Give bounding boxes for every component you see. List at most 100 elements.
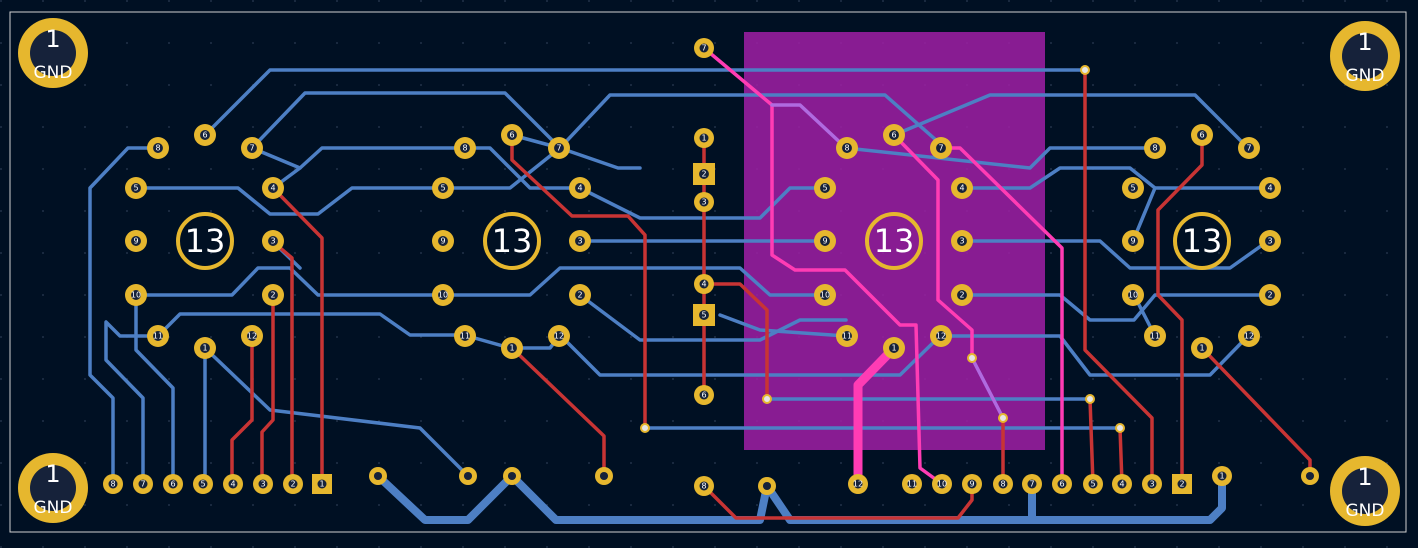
header-pin[interactable]: 10 [932, 474, 952, 494]
display-pin[interactable]: 5 [432, 177, 454, 199]
back-copper-traces [88, 68, 1270, 486]
test-pad[interactable] [459, 467, 477, 485]
display-pin[interactable]: 5 [1122, 177, 1144, 199]
header-pin[interactable]: 9 [962, 474, 982, 494]
header-pin[interactable]: 2 [1172, 474, 1192, 494]
header-pin[interactable]: 6 [1052, 474, 1072, 494]
display-pin[interactable]: 2 [569, 284, 591, 306]
header-pin[interactable]: 2 [283, 474, 303, 494]
ic-pin[interactable]: 8 [694, 476, 714, 496]
test-pad[interactable] [503, 467, 521, 485]
display-pin[interactable]: 12 [548, 325, 570, 347]
display-pin[interactable]: 3 [569, 230, 591, 252]
display-pin[interactable]: 4 [1259, 177, 1281, 199]
display-pin[interactable]: 10 [432, 284, 454, 306]
display-pin[interactable]: 11 [1144, 325, 1166, 347]
display-pin[interactable]: 3 [1259, 230, 1281, 252]
ic-pin[interactable]: 3 [694, 192, 714, 212]
display-pin[interactable]: 12 [1238, 325, 1260, 347]
header-pin[interactable]: 1 [312, 474, 332, 494]
header-pin[interactable]: 11 [902, 474, 922, 494]
display-pin[interactable]: 2 [1259, 284, 1281, 306]
test-pad[interactable] [1301, 467, 1319, 485]
header-pin[interactable]: 5 [1083, 474, 1103, 494]
display-pin[interactable]: 2 [951, 284, 973, 306]
display-pin[interactable]: 4 [569, 177, 591, 199]
display-pin[interactable]: 1 [1191, 337, 1213, 359]
display-pin[interactable]: 8 [454, 137, 476, 159]
header-pin[interactable]: 5 [193, 474, 213, 494]
header-pin[interactable]: 4 [223, 474, 243, 494]
display-pin[interactable]: 7 [241, 137, 263, 159]
display-pin[interactable]: 9 [125, 230, 147, 252]
display-pin[interactable]: 9 [1122, 230, 1144, 252]
display-pin[interactable]: 8 [147, 137, 169, 159]
ic-pin[interactable]: 2 [693, 163, 715, 185]
display-pin[interactable]: 10 [1122, 284, 1144, 306]
display-pin[interactable]: 8 [836, 137, 858, 159]
display-pin[interactable]: 6 [883, 124, 905, 146]
header-pin[interactable]: 3 [253, 474, 273, 494]
display-pin[interactable]: 10 [814, 284, 836, 306]
display-pin[interactable]: 8 [1144, 137, 1166, 159]
header-pin[interactable]: 12 [848, 474, 868, 494]
display-pin[interactable]: 7 [548, 137, 570, 159]
test-pads[interactable] [369, 467, 1319, 495]
display-pin[interactable]: 3 [951, 230, 973, 252]
pad-number: 7 [249, 144, 254, 153]
display-pin[interactable]: 12 [930, 325, 952, 347]
header-pin[interactable]: 7 [133, 474, 153, 494]
display-pin[interactable]: 7 [1238, 137, 1260, 159]
ic-pin[interactable]: 4 [694, 274, 714, 294]
hole-net-name: GND [1346, 501, 1385, 521]
test-pad[interactable] [758, 477, 776, 495]
display-pin[interactable]: 9 [432, 230, 454, 252]
header-pin[interactable]: 6 [163, 474, 183, 494]
display-pin[interactable]: 6 [501, 124, 523, 146]
header-pin[interactable]: 8 [993, 474, 1013, 494]
display-pin[interactable]: 6 [194, 124, 216, 146]
header-pin[interactable]: 3 [1142, 474, 1162, 494]
ic-pin[interactable]: 5 [693, 304, 715, 326]
ic-pin[interactable]: 1 [694, 128, 714, 148]
header-pin[interactable]: 4 [1112, 474, 1132, 494]
test-pad[interactable] [369, 467, 387, 485]
display-pin[interactable]: 1 [883, 337, 905, 359]
header-pin[interactable]: 8 [103, 474, 123, 494]
display-pin[interactable]: 3 [262, 230, 284, 252]
test-pad[interactable] [595, 467, 613, 485]
display-pin[interactable]: 6 [1191, 124, 1213, 146]
display-pin[interactable]: 11 [147, 325, 169, 347]
display-pin[interactable]: 11 [836, 325, 858, 347]
display-pin[interactable]: 4 [951, 177, 973, 199]
display-pin[interactable]: 9 [814, 230, 836, 252]
display-pin[interactable]: 7 [930, 137, 952, 159]
ic-footprint[interactable]: 1 2 3 4 5 6 7 8 [693, 38, 715, 496]
display-pin[interactable]: 2 [262, 284, 284, 306]
pad-number: 2 [1267, 291, 1272, 300]
display-pin[interactable]: 5 [125, 177, 147, 199]
display-pin[interactable]: 4 [262, 177, 284, 199]
ic-pin[interactable]: 6 [694, 385, 714, 405]
display-pin[interactable]: 11 [454, 325, 476, 347]
display-pin[interactable]: 1 [501, 337, 523, 359]
ic-pin[interactable]: 7 [694, 38, 714, 58]
header-pin[interactable]: 1 [1212, 466, 1232, 486]
display-pin[interactable]: 1 [194, 337, 216, 359]
display-pin[interactable]: 12 [241, 325, 263, 347]
display-pin[interactable]: 10 [125, 284, 147, 306]
display-pin[interactable]: 5 [814, 177, 836, 199]
pad-number: 2 [290, 480, 295, 489]
header-pin[interactable]: 7 [1022, 474, 1042, 494]
